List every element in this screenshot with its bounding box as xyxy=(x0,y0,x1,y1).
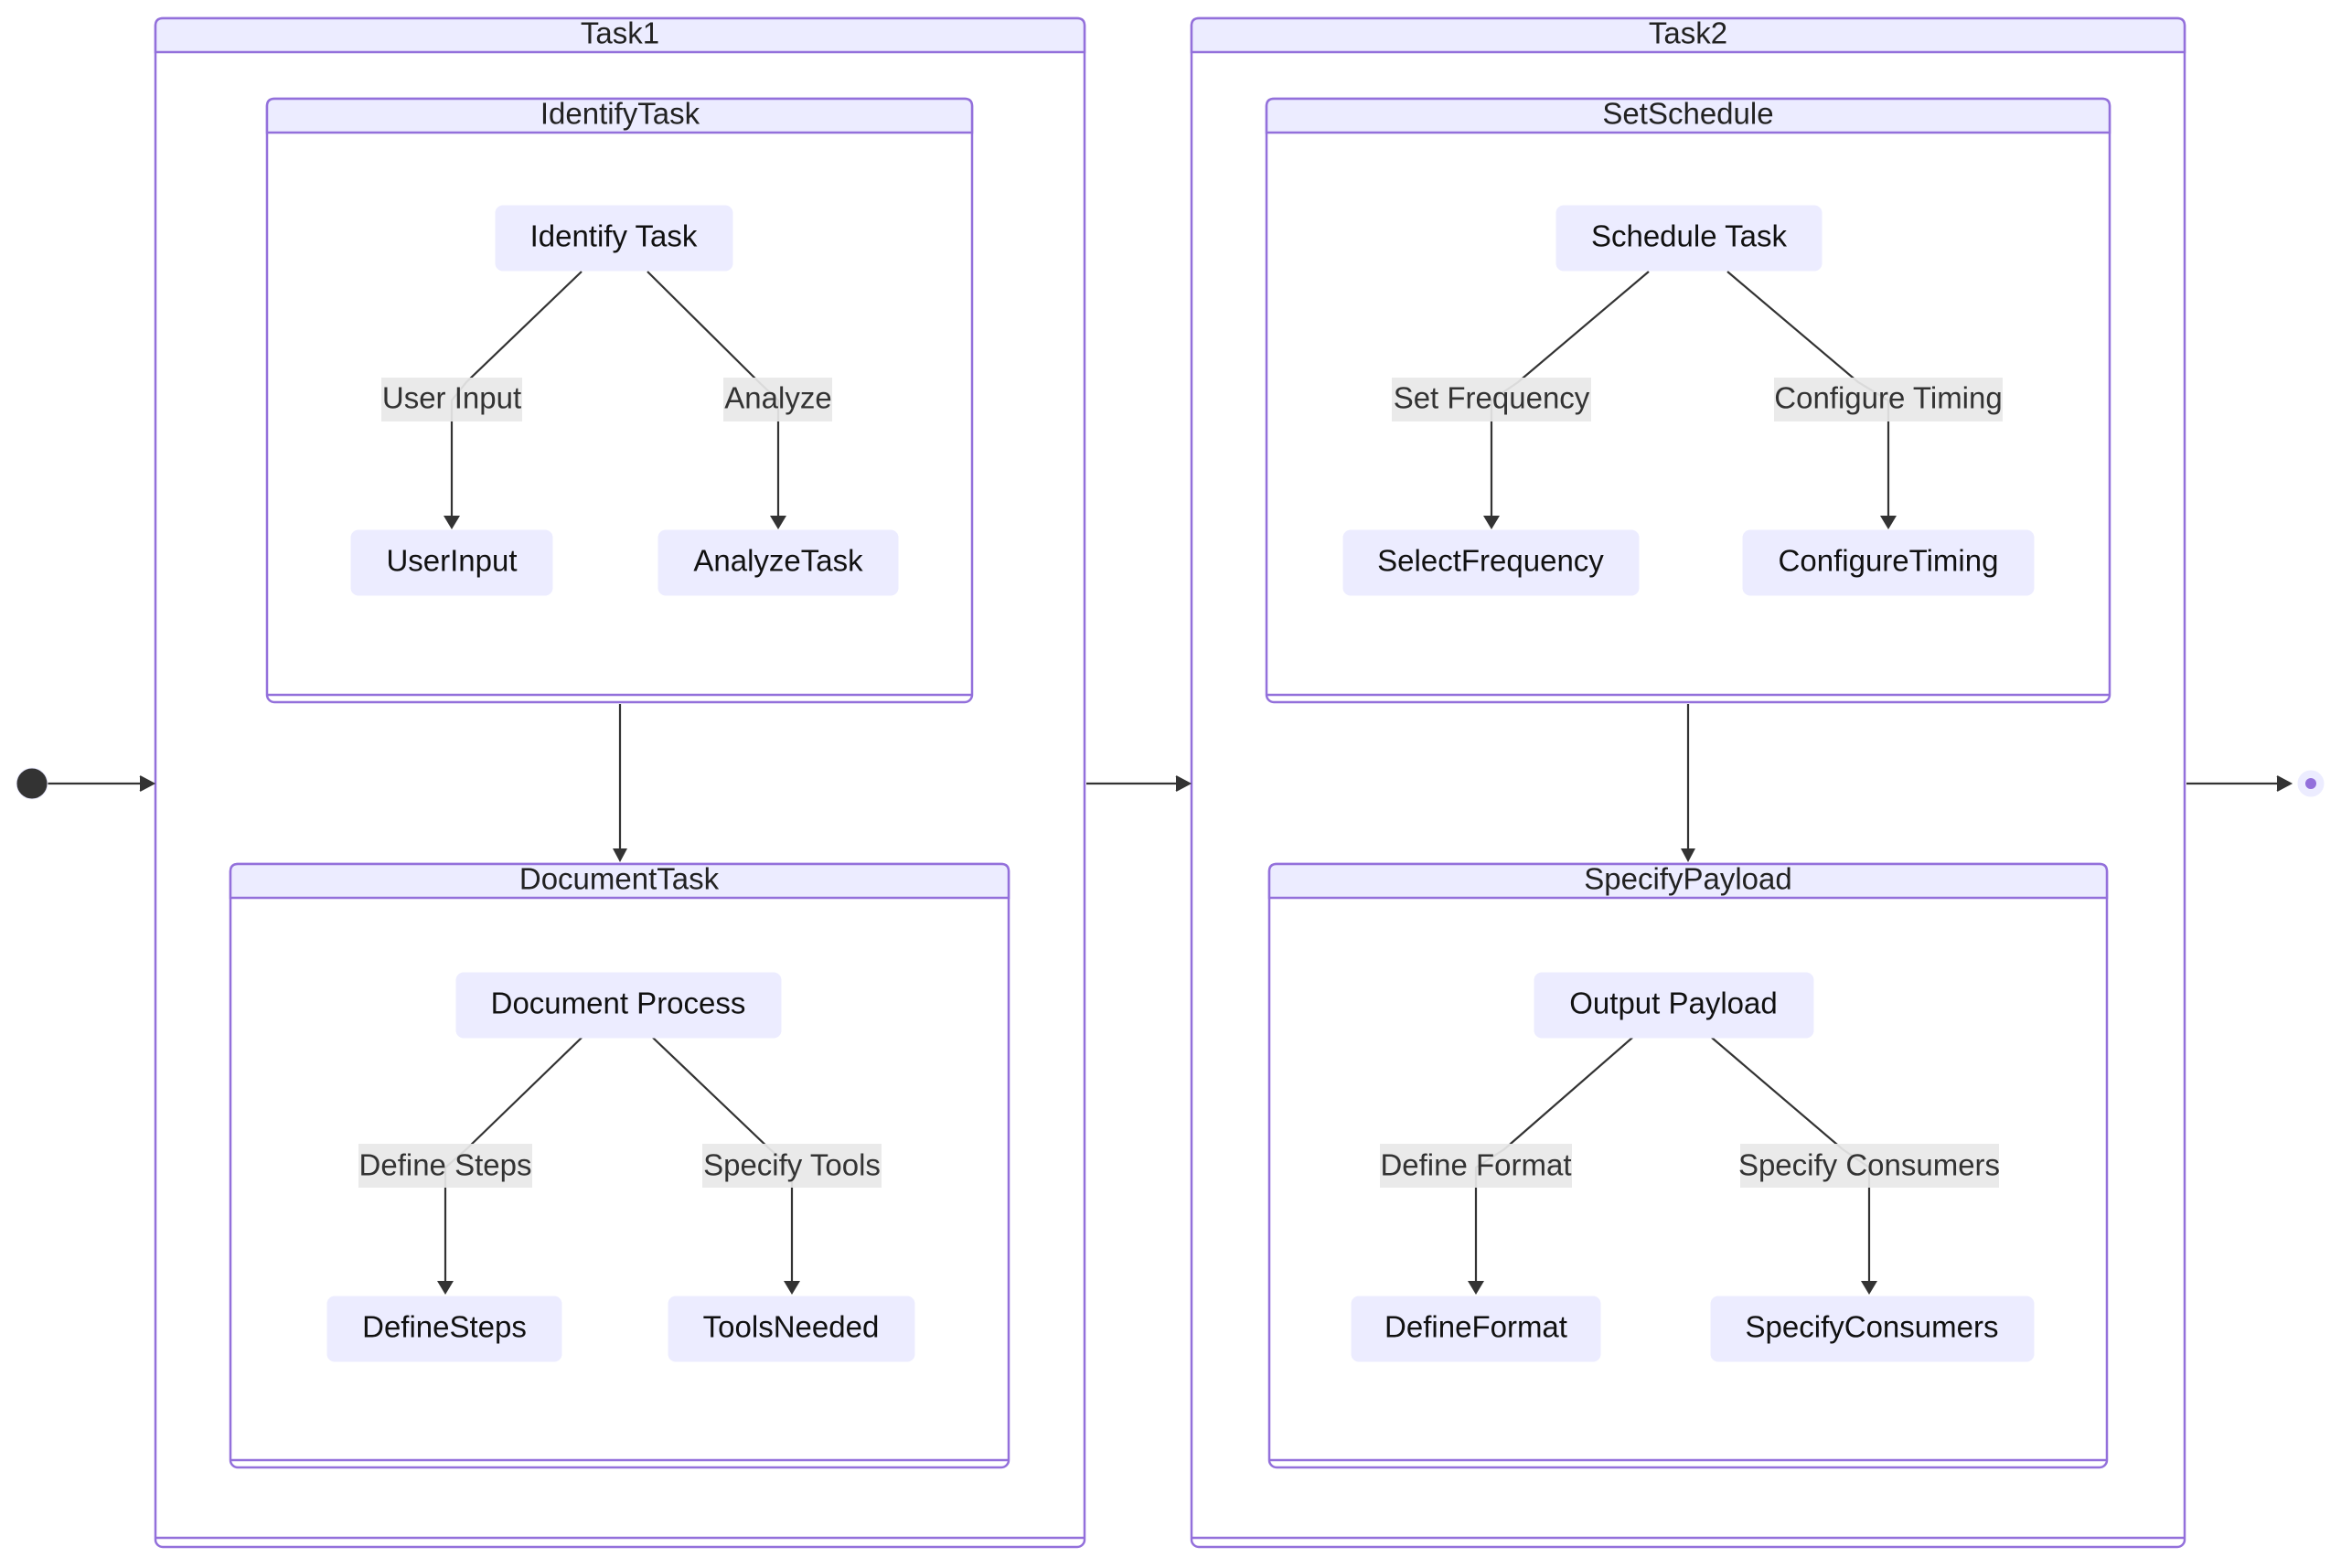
cluster-document-task-header xyxy=(229,862,1010,900)
edge-label-define-format: Define Format xyxy=(1380,1144,1572,1188)
end-dot-icon xyxy=(2294,767,2327,800)
svg-text:Configure Timing: Configure Timing xyxy=(1774,381,2002,415)
svg-text:Identify Task: Identify Task xyxy=(530,219,698,253)
cluster-document-task-box xyxy=(229,862,1010,1469)
cluster-set-schedule-title: SetSchedule xyxy=(1602,97,1773,131)
state-identify-task[interactable]: Identify Task xyxy=(495,205,733,272)
cluster-set-schedule-header xyxy=(1265,97,2111,134)
state-select-frequency[interactable]: SelectFrequency xyxy=(1342,529,1640,596)
svg-text:Analyze: Analyze xyxy=(724,381,831,415)
edge-label-configure-timing: Configure Timing xyxy=(1774,378,2003,421)
svg-text:Output Payload: Output Payload xyxy=(1569,987,1778,1020)
svg-text:ToolsNeeded: ToolsNeeded xyxy=(703,1310,880,1344)
svg-text:UserInput: UserInput xyxy=(386,544,517,578)
state-analyze-task[interactable]: AnalyzeTask xyxy=(657,529,899,596)
state-configure-timing[interactable]: ConfigureTiming xyxy=(1742,529,2035,596)
state-output-payload[interactable]: Output Payload xyxy=(1534,972,1814,1039)
svg-text:Define Format: Define Format xyxy=(1380,1148,1571,1182)
svg-text:AnalyzeTask: AnalyzeTask xyxy=(693,544,863,578)
edge-task1-to-task2 xyxy=(1086,775,1192,792)
svg-text:Specify Tools: Specify Tools xyxy=(703,1148,881,1182)
cluster-identify-task: IdentifyTask xyxy=(265,97,974,704)
svg-text:DefineSteps: DefineSteps xyxy=(362,1310,527,1344)
svg-text:User Input: User Input xyxy=(382,381,521,415)
svg-text:Schedule Task: Schedule Task xyxy=(1591,219,1788,253)
state-tools-needed[interactable]: ToolsNeeded xyxy=(668,1296,915,1362)
edge-label-user-input: User Input xyxy=(381,378,522,421)
state-specify-consumers[interactable]: SpecifyConsumers xyxy=(1710,1296,2035,1362)
edge-label-define-steps: Define Steps xyxy=(358,1144,532,1188)
edge-identify-to-document xyxy=(613,704,627,862)
svg-text:ConfigureTiming: ConfigureTiming xyxy=(1779,544,1999,578)
cluster-document-task-title: DocumentTask xyxy=(519,862,720,896)
state-define-format[interactable]: DefineFormat xyxy=(1351,1296,1601,1362)
cluster-task2-header xyxy=(1190,16,2186,54)
svg-text:DefineFormat: DefineFormat xyxy=(1384,1310,1567,1344)
cluster-task1-title: Task1 xyxy=(581,16,659,50)
cluster-identify-task-header xyxy=(265,97,974,134)
edge-label-set-frequency: Set Frequency xyxy=(1392,378,1591,421)
edge-label-specify-tools: Specify Tools xyxy=(702,1144,882,1188)
state-define-steps[interactable]: DefineSteps xyxy=(326,1296,562,1362)
edge-schedule-to-payload xyxy=(1681,704,1695,862)
state-document-process[interactable]: Document Process xyxy=(455,972,782,1039)
svg-text:Document Process: Document Process xyxy=(491,987,746,1020)
cluster-specify-payload-header xyxy=(1267,862,2109,900)
state-user-input[interactable]: UserInput xyxy=(350,529,553,596)
svg-text:Specify Consumers: Specify Consumers xyxy=(1738,1148,2000,1182)
edge-label-analyze: Analyze xyxy=(723,378,832,421)
cluster-document-task: DocumentTask xyxy=(229,862,1010,1469)
svg-text:SelectFrequency: SelectFrequency xyxy=(1377,544,1604,578)
cluster-specify-payload-title: SpecifyPayload xyxy=(1584,862,1791,896)
cluster-identify-task-box xyxy=(265,97,974,704)
cluster-task1-header xyxy=(154,16,1086,54)
state-schedule-task[interactable]: Schedule Task xyxy=(1555,205,1823,272)
edge-task2-to-end xyxy=(2186,775,2293,792)
cluster-task2-title: Task2 xyxy=(1649,16,1727,50)
svg-text:Set Frequency: Set Frequency xyxy=(1394,381,1590,415)
edge-label-specify-consumers: Specify Consumers xyxy=(1738,1144,2000,1188)
cluster-identify-task-title: IdentifyTask xyxy=(540,97,700,131)
svg-text:Define Steps: Define Steps xyxy=(359,1148,532,1182)
start-dot-icon xyxy=(16,767,48,800)
svg-text:SpecifyConsumers: SpecifyConsumers xyxy=(1746,1310,1999,1344)
edge-start-to-task1 xyxy=(46,775,156,792)
